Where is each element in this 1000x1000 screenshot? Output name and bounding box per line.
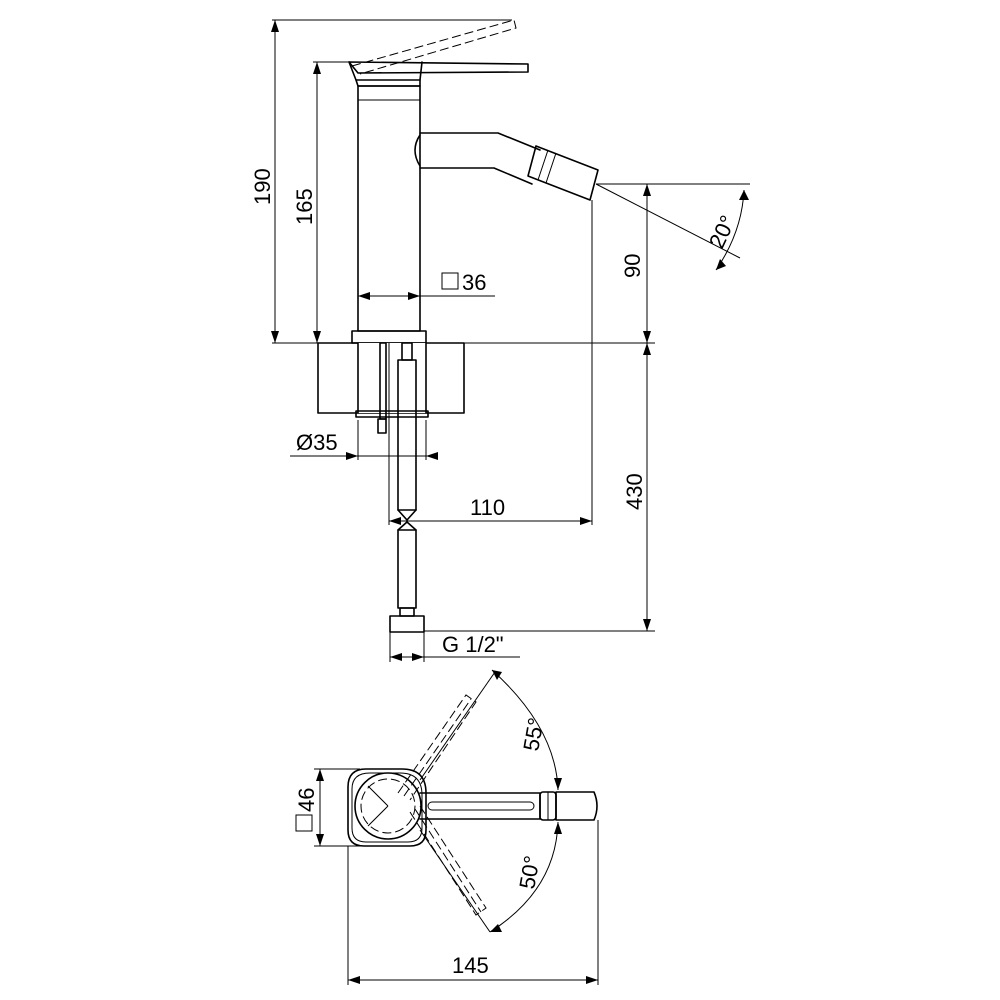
- dim-145-label: 145: [452, 953, 489, 978]
- sink-section: [317, 342, 465, 418]
- rotation-arc-55: [419, 669, 562, 791]
- top-view: 55° 50° 46 145: [294, 669, 599, 985]
- dim-145: [347, 820, 599, 985]
- dim-g-half-inch-label: G 1/2": [442, 632, 504, 657]
- handle-lever-open-position: [351, 19, 517, 75]
- dim-90-label: 90: [620, 254, 645, 278]
- dim-190: [271, 19, 512, 343]
- supply-hose: [389, 342, 425, 633]
- handle-rotated-55: [397, 694, 477, 801]
- spray-angle-lines: [595, 183, 750, 271]
- dim-90: [640, 183, 655, 343]
- dim-190-label: 190: [250, 168, 275, 205]
- rotation-arc-50: [419, 821, 562, 933]
- handle-rotated-50: [409, 805, 487, 916]
- faucet-body: [351, 85, 427, 344]
- dim-165-label: 165: [292, 188, 317, 225]
- side-view: 20° 190: [250, 19, 750, 662]
- dim-165: [313, 61, 350, 343]
- dim-430-label: 430: [622, 473, 647, 510]
- mounting-rod: [377, 342, 387, 434]
- dim-square-36-label: 36: [462, 270, 486, 295]
- top-body-circle: [354, 772, 422, 840]
- dim-square-36: [358, 272, 495, 300]
- dim-g-half-inch: [389, 632, 520, 662]
- handle-lever: [348, 61, 529, 87]
- dim-diameter-35: [290, 420, 438, 460]
- dim-square-46-label: 46: [294, 788, 319, 812]
- rotation-55-label: 55°: [518, 716, 548, 753]
- dim-110-label: 110: [470, 495, 505, 520]
- top-handle: [419, 792, 541, 820]
- dim-square-46: [295, 768, 360, 847]
- dim-diameter-35-label: Ø35: [296, 430, 338, 455]
- top-spout: [539, 791, 598, 821]
- spout: [414, 132, 599, 201]
- dim-110: [388, 200, 593, 525]
- rotation-50-label: 50°: [514, 854, 544, 891]
- dim-430: [424, 343, 655, 632]
- spray-angle-label: 20°: [704, 211, 741, 252]
